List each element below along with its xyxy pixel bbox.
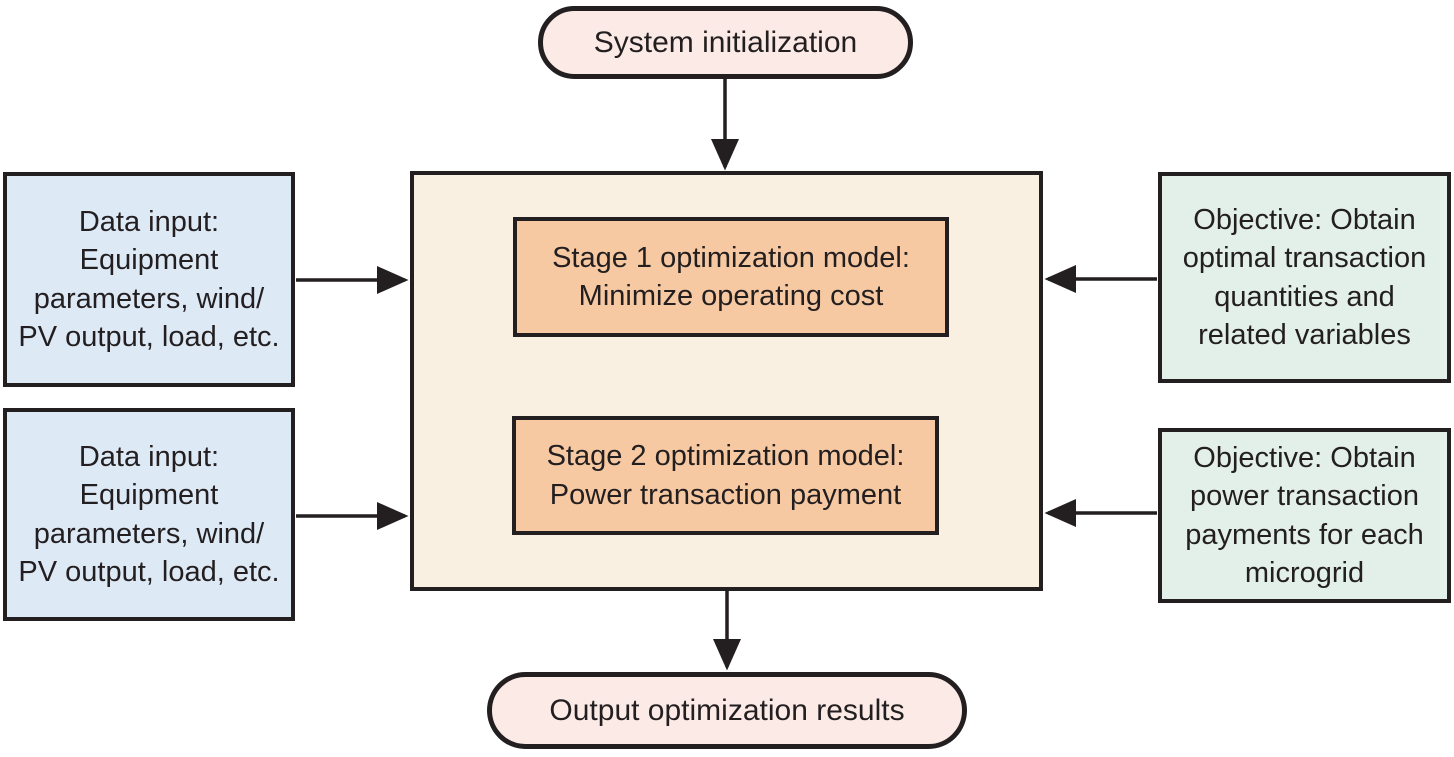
node-objective-1: Objective: Obtain optimal transaction qu… (1158, 172, 1451, 383)
node-objective-2-label: Objective: Obtain power transaction paym… (1185, 441, 1424, 589)
node-system-initialization: System initialization (538, 6, 913, 79)
node-data-input-1: Data input: Equipment parameters, wind/​… (3, 172, 295, 387)
node-objective-2: Objective: Obtain power transaction paym… (1158, 428, 1451, 603)
node-data-input-1-label: Data input: Equipment parameters, wind/​… (18, 205, 280, 353)
node-objective-1-label: Objective: Obtain optimal transaction qu… (1182, 203, 1427, 351)
node-stage-2-label: Stage 2 optimization model: Power transa… (546, 440, 905, 511)
node-stage-1-label: Stage 1 optimization model: Minimize ope… (552, 241, 910, 312)
node-output-optimization-results: Output optimization results (487, 672, 967, 749)
node-stage-1-optimization-model: Stage 1 optimization model: Minimize ope… (513, 217, 949, 337)
node-stage-2-optimization-model: Stage 2 optimization model: Power transa… (512, 416, 939, 535)
node-output-results-label: Output optimization results (549, 693, 905, 727)
node-data-input-2-label: Data input: Equipment parameters, wind/​… (18, 440, 280, 588)
node-system-initialization-label: System initialization (593, 25, 858, 59)
node-data-input-2: Data input: Equipment parameters, wind/​… (3, 408, 295, 621)
